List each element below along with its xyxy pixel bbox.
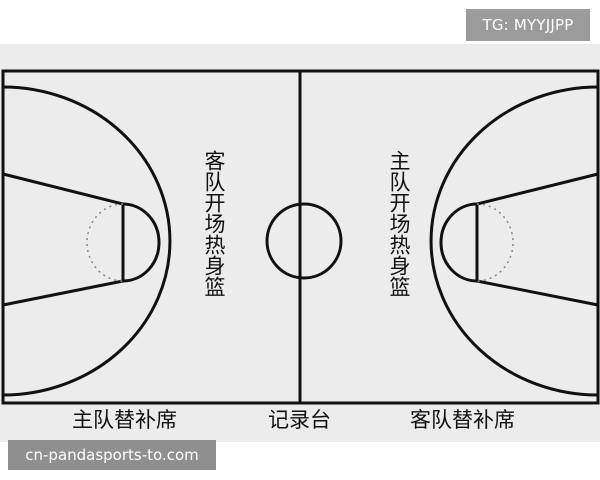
center-circle	[265, 202, 343, 280]
right-bench-label: 客队替补席	[410, 408, 515, 432]
right-free-throw-arc	[439, 202, 478, 283]
left-warmup-label: 客队开场热身篮	[202, 150, 226, 297]
telegram-watermark: TG: MYYJJPP	[466, 9, 590, 41]
left-free-throw-arc-dashed	[86, 203, 124, 282]
left-three-point-arc	[2, 85, 172, 397]
left-bench-label: 主队替补席	[72, 408, 177, 432]
right-free-throw-arc-dashed	[476, 203, 514, 282]
left-key	[2, 172, 125, 307]
site-watermark: cn-pandasports-to.com	[8, 440, 216, 470]
right-key	[475, 172, 599, 307]
scorer-table-label: 记录台	[268, 408, 331, 432]
right-warmup-label: 主队开场热身篮	[387, 150, 411, 297]
right-three-point-arc	[429, 85, 599, 397]
left-free-throw-arc	[122, 202, 161, 283]
